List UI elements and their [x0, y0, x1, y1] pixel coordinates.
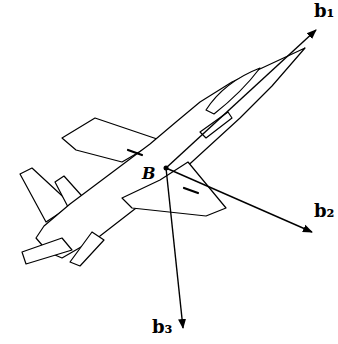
axis-label: b₁	[314, 2, 334, 20]
stabilizer	[70, 232, 104, 266]
axis-arrow	[166, 168, 312, 232]
axis-arrow	[166, 30, 316, 168]
fuselage	[36, 48, 305, 258]
axis-label: b₃	[152, 318, 172, 336]
axis-label: b₂	[314, 202, 334, 220]
axis-arrow	[166, 168, 183, 328]
wing-mark	[128, 150, 142, 155]
intake	[200, 112, 232, 138]
origin-point	[164, 166, 169, 171]
stabilizer	[22, 238, 72, 264]
wing-mark	[184, 188, 198, 193]
point-label: B	[142, 166, 156, 182]
near-wing	[122, 162, 226, 216]
